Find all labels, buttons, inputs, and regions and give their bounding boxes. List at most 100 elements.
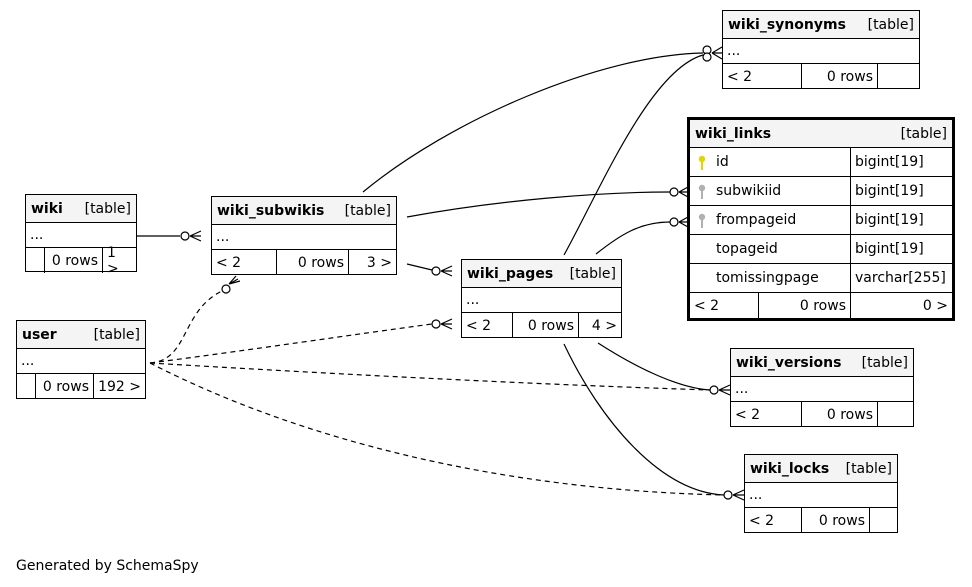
table-wiki-versions[interactable]: wiki_versions [table] ... < 2 0 rows <box>730 348 914 427</box>
table-name: wiki_synonyms <box>728 16 846 33</box>
children-count[interactable]: 1 > <box>102 245 136 277</box>
parents-count[interactable]: < 2 <box>727 68 753 85</box>
table-user[interactable]: user [table] ... 0 rows 192 > <box>16 320 146 399</box>
edge-pages-versions <box>597 342 711 391</box>
column-type: varchar[255] <box>850 264 952 292</box>
children-count[interactable]: 4 > <box>578 313 621 338</box>
table-name: wiki_locks <box>750 460 830 477</box>
table-wiki-locks[interactable]: wiki_locks [table] ... < 2 0 rows <box>744 454 898 533</box>
edge-user-pages <box>149 323 433 364</box>
column-row-subwikiid[interactable]: subwikiid bigint[19] <box>690 177 952 206</box>
primary-key-icon <box>698 155 706 170</box>
row-count: 0 rows <box>801 508 869 533</box>
table-footer: < 2 0 rows 0 > <box>690 293 952 318</box>
table-wiki-pages[interactable]: wiki_pages [table] ... < 2 0 rows 4 > <box>461 259 622 338</box>
table-footer: 0 rows 1 > <box>26 245 136 277</box>
table-header: wiki_pages [table] <box>462 260 621 288</box>
column-type: bigint[19] <box>850 148 952 176</box>
parents-count[interactable]: < 2 <box>735 406 761 423</box>
column-row-frompageid[interactable]: frompageid bigint[19] <box>690 206 952 235</box>
table-footer: < 2 0 rows 4 > <box>462 313 621 338</box>
columns-ellipsis: ... <box>723 39 919 64</box>
column-type: bigint[19] <box>850 235 952 263</box>
table-footer: < 2 0 rows 3 > <box>212 250 396 275</box>
table-name: user <box>22 326 57 343</box>
columns-ellipsis: ... <box>17 349 145 374</box>
table-header: wiki_synonyms [table] <box>723 11 919 39</box>
children-count[interactable] <box>877 64 919 89</box>
parents-count[interactable]: < 2 <box>466 317 492 334</box>
table-wiki-subwikis[interactable]: wiki_subwikis [table] ... < 2 0 rows 3 > <box>211 196 397 275</box>
edge-user-subwikis <box>149 289 225 364</box>
columns-ellipsis: ... <box>212 225 396 250</box>
table-wiki[interactable]: wiki [table] ... 0 rows 1 > <box>25 194 137 277</box>
children-count[interactable]: 0 > <box>850 293 952 318</box>
table-header: wiki_subwikis [table] <box>212 197 396 225</box>
row-count: 0 rows <box>35 374 93 399</box>
table-type: [table] <box>845 460 892 477</box>
column-type: bigint[19] <box>850 206 952 234</box>
table-footer: < 2 0 rows <box>731 402 913 427</box>
column-name: id <box>716 154 729 170</box>
table-wiki-links[interactable]: wiki_links [table] id bigint[19] subwiki… <box>687 117 955 321</box>
row-count: 0 rows <box>758 293 850 318</box>
table-type: [table] <box>900 125 947 142</box>
table-name: wiki <box>31 200 63 217</box>
table-type: [table] <box>93 326 140 343</box>
foreign-key-icon <box>698 184 706 199</box>
generated-by-footer: Generated by SchemaSpy <box>16 558 199 574</box>
parents-count[interactable] <box>26 248 44 273</box>
column-row-id[interactable]: id bigint[19] <box>690 148 952 177</box>
column-type: bigint[19] <box>850 177 952 205</box>
column-row-tomissingpage[interactable]: tomissingpage varchar[255] <box>690 264 952 293</box>
children-count[interactable] <box>869 508 897 533</box>
columns-ellipsis: ... <box>731 377 913 402</box>
table-header: wiki [table] <box>26 195 136 223</box>
row-count: 0 rows <box>276 250 348 275</box>
row-count: 0 rows <box>512 313 578 338</box>
row-count: 0 rows <box>801 402 877 427</box>
parents-count[interactable]: < 2 <box>694 297 720 314</box>
table-header: user [table] <box>17 321 145 349</box>
parents-count[interactable]: < 2 <box>216 254 242 271</box>
table-type: [table] <box>344 202 391 219</box>
children-count[interactable] <box>877 402 913 427</box>
column-name: frompageid <box>716 212 797 228</box>
table-header: wiki_locks [table] <box>745 455 897 483</box>
table-wiki-synonyms[interactable]: wiki_synonyms [table] ... < 2 0 rows <box>722 10 920 89</box>
column-row-topageid[interactable]: topageid bigint[19] <box>690 235 952 264</box>
column-name: topageid <box>716 241 778 257</box>
edge-subwikis-synonyms <box>362 52 704 193</box>
columns-ellipsis: ... <box>26 223 136 248</box>
row-count: 0 rows <box>44 248 102 273</box>
edge-pages-synonyms <box>563 54 704 256</box>
row-count: 0 rows <box>801 64 877 89</box>
table-header: wiki_links [table] <box>690 120 952 148</box>
table-type: [table] <box>569 265 616 282</box>
parents-count[interactable]: < 2 <box>749 512 775 529</box>
foreign-key-icon <box>698 213 706 228</box>
column-name: subwikiid <box>716 183 782 199</box>
edge-subwikis-pages <box>406 263 433 271</box>
table-header: wiki_versions [table] <box>731 349 913 377</box>
table-type: [table] <box>861 354 908 371</box>
column-name: tomissingpage <box>716 270 819 286</box>
children-count[interactable]: 192 > <box>93 374 145 399</box>
edge-pages-links <box>595 221 671 255</box>
children-count[interactable]: 3 > <box>348 250 396 275</box>
table-name: wiki_links <box>695 125 772 142</box>
parents-count[interactable] <box>17 374 35 399</box>
edge-user-versions <box>149 362 711 391</box>
table-type: [table] <box>867 16 914 33</box>
columns-ellipsis: ... <box>745 483 897 508</box>
table-footer: < 2 0 rows <box>745 508 897 533</box>
table-footer: 0 rows 192 > <box>17 374 145 399</box>
table-type: [table] <box>84 200 131 217</box>
edge-pages-locks <box>563 343 725 496</box>
table-name: wiki_pages <box>467 265 554 282</box>
columns-ellipsis: ... <box>462 288 621 313</box>
table-footer: < 2 0 rows <box>723 64 919 89</box>
edge-subwikis-links <box>406 191 671 218</box>
edge-user-locks <box>149 362 725 496</box>
